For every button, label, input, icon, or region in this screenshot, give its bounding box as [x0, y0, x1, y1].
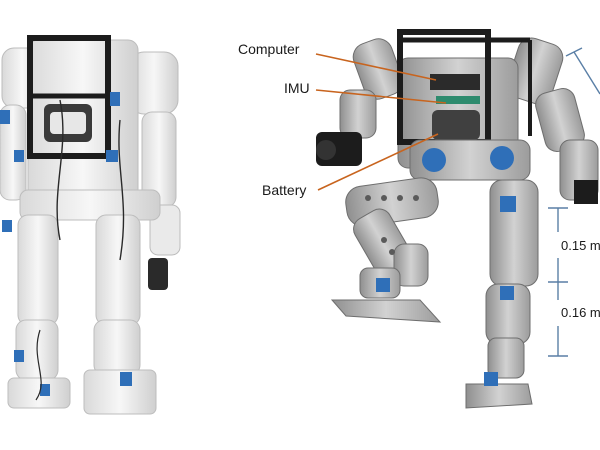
battery-label: Battery — [262, 182, 307, 198]
battery-leader-line — [317, 133, 439, 191]
upper-leg-dimension-label: 0.15 m — [561, 238, 600, 253]
physical-robot-photo — [0, 35, 181, 415]
dim-arm-line — [573, 51, 600, 95]
computer-leader-line — [315, 53, 437, 81]
imu-label: IMU — [284, 80, 310, 96]
lower-leg-dimension-label: 0.16 m — [561, 305, 600, 320]
cad-robot-render — [316, 29, 599, 409]
callout-leaders — [315, 53, 447, 191]
dim-arm-tick — [565, 47, 583, 57]
computer-label: Computer — [238, 41, 300, 57]
dimension-markers — [548, 47, 600, 357]
imu-leader-line — [315, 89, 447, 104]
